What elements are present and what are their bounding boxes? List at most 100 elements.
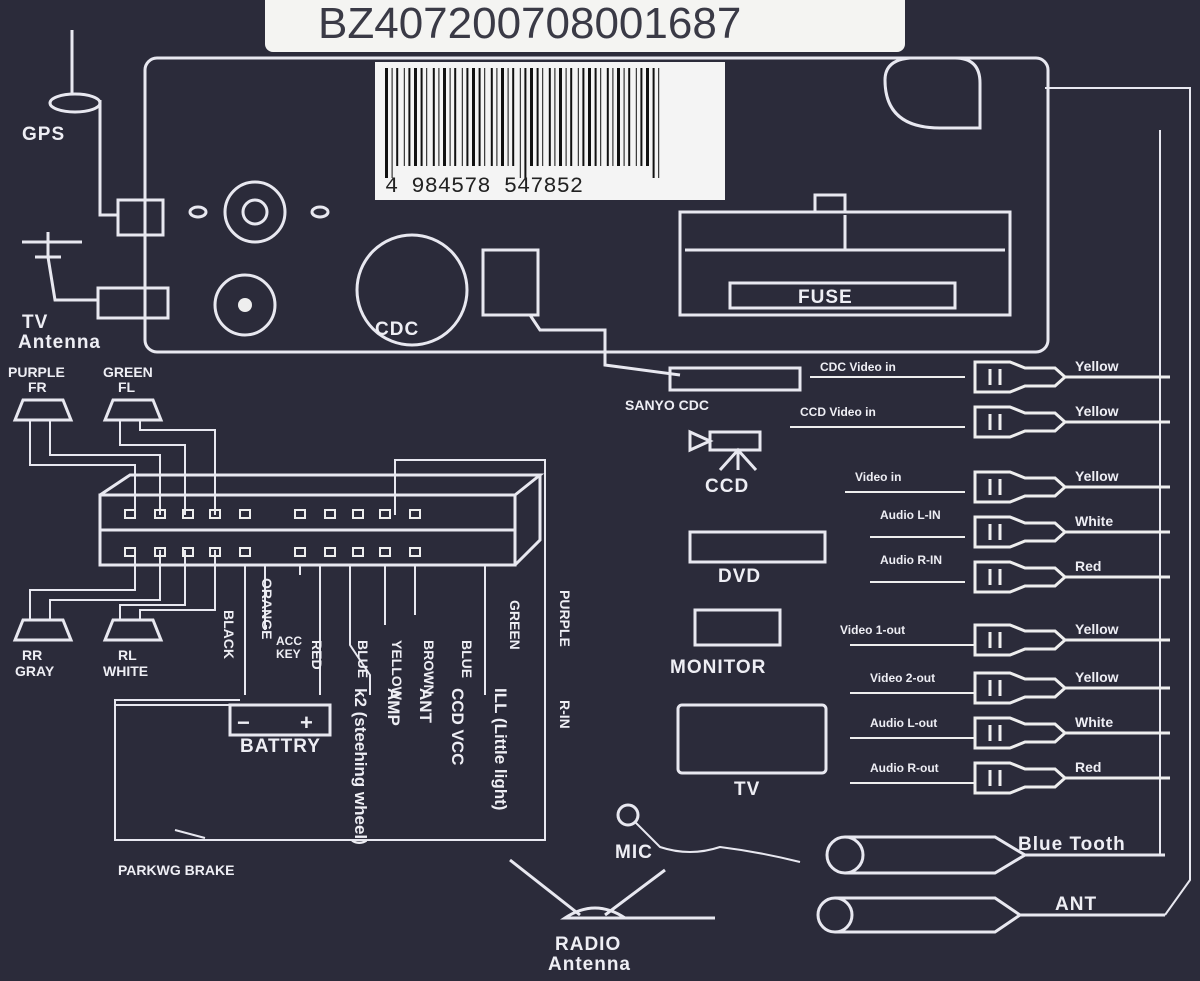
head-unit-outline [143,56,1050,354]
barcode-bar [443,68,446,166]
barcode-bar [507,68,509,166]
mic-cable [634,821,801,863]
tv-icon [676,703,828,775]
speaker-rl-color: WHITE [103,663,148,679]
fuse-label: FUSE [798,287,853,308]
amp-label: AMP [384,688,403,726]
harness-pin [239,509,251,519]
wire-label-red: RED [309,640,325,670]
harness-pin [124,547,136,557]
tv-antenna-cable [46,256,98,302]
barcode-bar [496,68,498,166]
ant-wire-label: ANT [416,688,435,724]
barcode-bar [617,68,620,166]
harness-pin [209,509,221,519]
sanyo-cdc-label: SANYO CDC [625,397,709,413]
bluetooth-label: Blue Tooth [1018,834,1126,855]
rca-plug-icon [973,623,1068,657]
signal-label: Audio R-IN [880,553,942,567]
harness-pin [379,547,391,557]
harness-pin [154,547,166,557]
harness-pin [209,547,221,557]
speaker-rr-color: GRAY [15,663,55,679]
speaker-rr-icon [12,618,74,642]
barcode-bar [594,68,597,166]
signal-label: Audio R-out [870,761,939,775]
parking-brake-label: PARKWG BRAKE [118,862,234,878]
signal-label: Video in [855,470,901,484]
gps-label: GPS [22,124,65,145]
signal-label: Video 1-out [840,623,905,637]
battery-label: BATTRY [240,736,321,757]
ccd-vcc-label: CCD VCC [448,688,467,765]
barcode-bar [449,68,451,166]
rca-plug-icon [973,716,1068,750]
connector-tab [813,193,847,214]
barcode-bar [454,68,457,166]
gps-antenna-base [48,92,102,114]
barcode-bar [438,68,440,166]
barcode-bar [519,68,521,178]
fuse-box [728,281,957,310]
barcode-bar [606,68,609,166]
rca-plug-icon [973,360,1068,394]
speaker-wires [29,420,216,620]
disc-icon [213,273,277,337]
tv-antenna-connector-icon [96,286,170,320]
battery-plus: + [300,710,313,735]
barcode-bar [640,68,643,166]
speaker-fl-color: GREEN [103,364,153,380]
barcode-bar [426,68,428,166]
barcode-bar [536,68,539,166]
harness-pin [124,509,136,519]
speaker-rl-label: RL [118,647,137,663]
speaker-fl-label: FL [118,379,136,395]
harness-pin [239,547,251,557]
wire-label-blue-2: BLUE [459,640,475,678]
signal-label: Audio L-out [870,716,937,730]
barcode-bar [396,68,399,166]
barcode-bar [635,68,637,166]
harness-pin [352,509,364,519]
radio-label: RADIO [555,934,621,955]
wire-label-brown: BROWN [421,640,437,694]
barcode-bar [554,68,556,166]
rca-color-label: Yellow [1075,358,1119,374]
tv-label: TV [734,779,760,800]
mic-label: MIC [615,842,653,863]
barcode-bar [623,68,625,166]
speaker-rl-icon [102,618,164,642]
speaker-fr-label: FR [28,379,47,395]
monitor-label: MONITOR [670,657,766,678]
wire-label-blue-1: BLUE [355,640,371,678]
harness-pin [294,547,306,557]
barcode-bar [612,68,614,166]
speaker-rr-label: RR [22,647,42,663]
rca-plug-icon [973,560,1068,594]
wire-label-black: BLACK [221,610,237,659]
barcode-bar [530,68,533,166]
mic-icon [616,803,640,827]
barcode-bar [478,68,481,166]
barcode-bar [385,68,388,178]
harness-pin [324,509,336,519]
main-harness-wire [1045,87,1191,916]
rca-plug-icon [973,515,1068,549]
barcode-bar [577,68,579,166]
acc-label: ACC [276,634,302,648]
radio-antenna-icon [509,858,715,920]
monitor-icon [693,608,782,647]
barcode-bar [432,68,435,166]
rca-plug-icon [973,405,1068,439]
cdc-connector-icon [355,233,469,347]
barcode-bar [658,68,660,178]
barcode-bar [652,68,655,178]
harness-pin [154,509,166,519]
barcode-bar [600,68,602,166]
rca-color-label: Yellow [1075,621,1119,637]
wire-label-r-in: R-IN [557,700,573,729]
rca-color-label: Yellow [1075,669,1119,685]
knob-center [241,198,269,226]
